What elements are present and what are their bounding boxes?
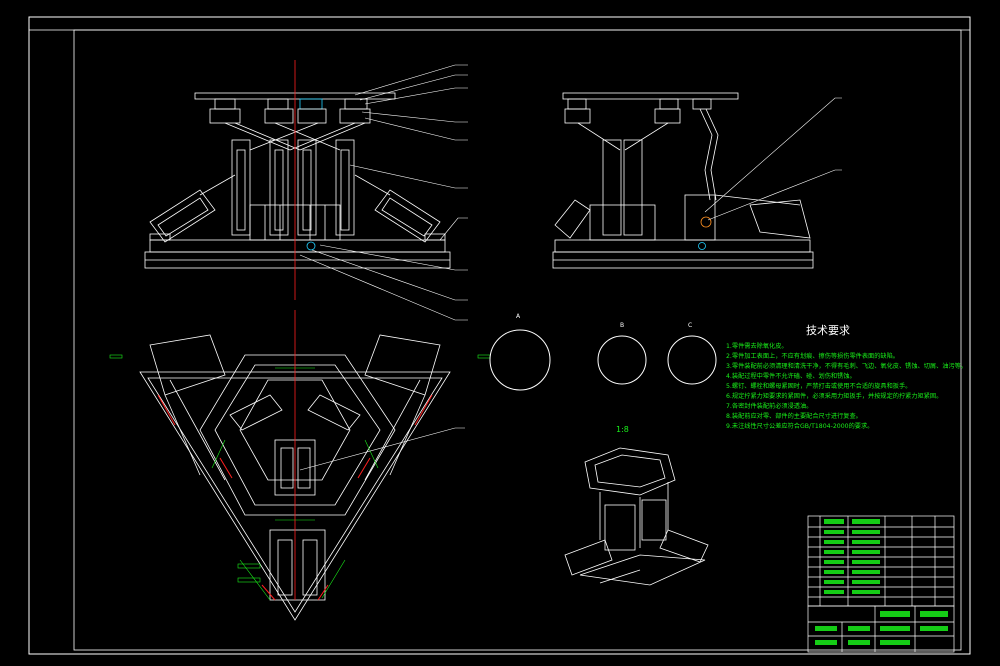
top-view-red-marks	[157, 394, 433, 601]
view-label-c: C	[688, 322, 693, 329]
front-view	[144, 92, 451, 269]
requirement-item: 9.未注线性尺寸公差应符合GB/T1804-2000的要求。	[726, 423, 874, 430]
outer-frame	[28, 16, 971, 655]
isometric-view	[564, 447, 709, 586]
requirement-item: 7.各密封件装配前必须浸透油。	[726, 403, 813, 410]
view-circle-a	[489, 329, 551, 391]
technical-requirements-title: 技术要求	[806, 324, 850, 337]
view-circle-c	[667, 335, 717, 385]
side-view-leaders	[704, 97, 842, 221]
requirement-item: 2.零件加工表面上，不应有划痕、擦伤等损伤零件表面的缺陷。	[726, 353, 899, 360]
requirement-item: 3.零件装配前必须清理和清洗干净，不得有毛刺、飞边、氧化皮、锈蚀、切屑、油污等。	[726, 363, 968, 370]
front-view-leaders	[299, 64, 468, 321]
requirement-item: 4.装配过程中零件不允许磕、碰、划伤和锈蚀。	[726, 373, 856, 380]
requirement-item: 5.螺钉、螺栓和螺母紧固时，严禁打击或使用不合适的旋具和扳手。	[726, 383, 912, 390]
side-view	[552, 92, 814, 269]
title-block-fills	[815, 519, 948, 645]
technical-requirements-list: 1.零件需去除氧化皮。 2.零件加工表面上，不应有划痕、擦伤等损伤零件表面的缺陷…	[726, 342, 968, 432]
view-label-b: B	[620, 322, 625, 329]
requirement-item: 6.规定拧紧力矩要求的紧固件，必须采用力矩扳手，并按规定的拧紧力矩紧固。	[726, 393, 943, 400]
view-circle-b	[597, 335, 647, 385]
detail-scale-label: 1:8	[616, 425, 629, 434]
view-label-a: A	[516, 313, 521, 320]
requirement-item: 8.装配前应对零、部件的主要配合尺寸进行复查。	[726, 413, 862, 420]
top-view-leader	[299, 427, 465, 471]
title-block	[807, 515, 955, 653]
inner-frame	[73, 29, 962, 651]
requirement-item: 1.零件需去除氧化皮。	[726, 343, 788, 350]
